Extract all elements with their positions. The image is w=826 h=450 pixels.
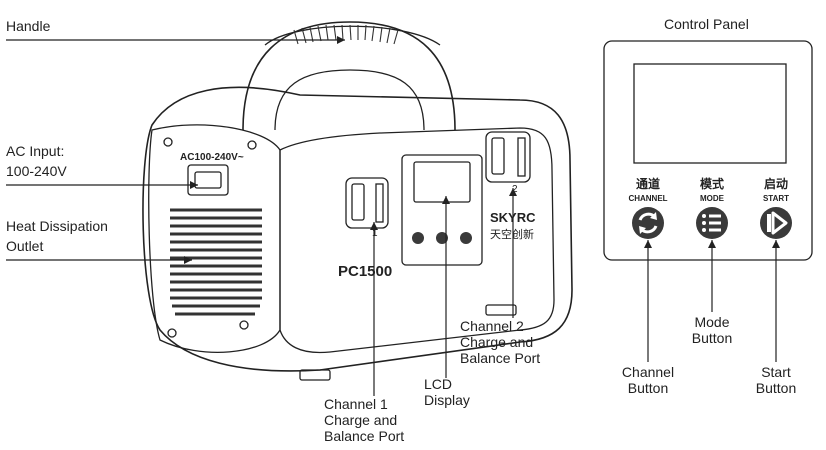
channel2-label-line1: Channel 2 [460, 318, 524, 334]
channel-button-label-line1: Channel [621, 364, 675, 380]
side-panel [148, 124, 281, 353]
device-buttons [412, 232, 472, 244]
mode-button-label-line1: Mode [694, 314, 730, 330]
handle-inner [274, 69, 425, 131]
channel-button [632, 207, 664, 239]
brand-cn-text: 天空创新 [490, 227, 534, 241]
start-button [760, 207, 792, 239]
ac-input-label-line1: AC Input: [6, 143, 65, 159]
channel2-balance-jack [517, 137, 526, 177]
channel-button-label-line2: Button [627, 380, 669, 396]
handle-grip-icon [293, 24, 399, 45]
callout-lines [6, 39, 514, 396]
play-icon [767, 211, 788, 235]
list-icon [709, 214, 721, 232]
ac-inlet [187, 164, 229, 196]
control-panel-lcd [633, 63, 787, 164]
control-panel: 通道 CHANNEL 模式 MODE 启动 START [603, 40, 813, 362]
device-mode-button [436, 232, 448, 244]
channel1-label-line1: Channel 1 [324, 396, 388, 412]
body-outline [142, 86, 573, 372]
front-face [279, 127, 555, 354]
lcd-label-line1: LCD [424, 376, 453, 392]
front-foot-right [485, 304, 517, 316]
arrow-icon [509, 188, 517, 196]
screw-icon [239, 320, 249, 330]
arrow-icon [184, 256, 192, 264]
panel-channel-en: CHANNEL [628, 194, 667, 203]
control-panel-frame [603, 40, 813, 261]
ac-rating-text: AC100-240V~ [180, 152, 244, 163]
screw-icon [247, 140, 257, 150]
arrow-icon [644, 240, 652, 248]
channel1-balance-jack [375, 183, 384, 223]
channel2-label-line2: Charge and [460, 334, 534, 350]
lcd-module [401, 154, 483, 266]
device-channel-button [412, 232, 424, 244]
mode-button [696, 207, 728, 239]
ac-input-label-line2: 100-240V [6, 163, 67, 179]
start-button-label-line2: Button [755, 380, 797, 396]
panel-mode-en: MODE [700, 194, 725, 203]
panel-start-en: START [763, 194, 789, 203]
channel2-label-line3: Balance Port [460, 350, 541, 366]
front-foot-left [299, 369, 331, 381]
channel2-port [485, 131, 531, 183]
panel-mode-cn: 模式 [700, 176, 724, 191]
channel2-charge-jack [491, 137, 505, 175]
channel1-port [345, 177, 389, 229]
handle-top-rim [264, 25, 441, 46]
ac-inlet-socket [194, 171, 222, 189]
callout-arrowheads [184, 36, 517, 264]
arrow-icon [370, 222, 378, 230]
handle-outline [242, 21, 456, 131]
charger-device [142, 21, 573, 381]
arrow-icon [337, 36, 345, 44]
screw-icon [167, 328, 177, 338]
lcd-screen [413, 161, 471, 203]
start-button-label-line1: Start [761, 364, 791, 380]
panel-channel-cn: 通道 [636, 176, 660, 191]
arrow-icon [442, 196, 450, 204]
heat-dissipation-vents [170, 208, 262, 316]
device-start-button [460, 232, 472, 244]
mode-button-label-line2: Button [691, 330, 733, 346]
channel1-label-line3: Balance Port [324, 428, 405, 444]
screw-icon [163, 137, 173, 147]
heat-label-line2: Outlet [6, 238, 44, 254]
panel-callout-lines [647, 240, 777, 362]
model-text: PC1500 [338, 263, 392, 280]
arrow-icon [190, 181, 198, 189]
arrow-icon [772, 240, 780, 248]
channel1-charge-jack [351, 183, 365, 221]
panel-start-cn: 启动 [764, 176, 788, 191]
lcd-label-line2: Display [424, 392, 470, 408]
arrow-icon [708, 240, 716, 248]
channel1-label-line2: Charge and [324, 412, 398, 428]
heat-label-line1: Heat Dissipation [6, 218, 108, 234]
port2-number: 2 [512, 184, 518, 195]
handle-label: Handle [6, 18, 51, 34]
port1-number: 1 [372, 228, 378, 239]
control-panel-title: Control Panel [664, 16, 749, 32]
